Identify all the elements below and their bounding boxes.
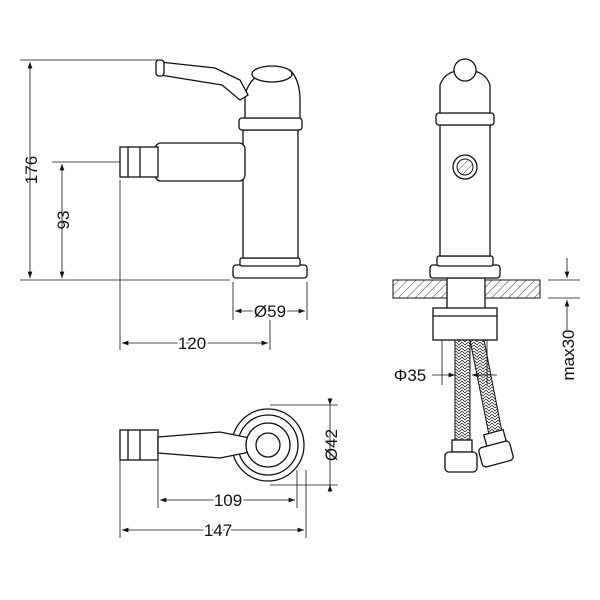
dim-spout-reach: 120 [178,334,206,353]
dim-lever-length: 109 [214,491,242,510]
dimension-lines-side [20,59,308,350]
dim-top-diameter: Ø42 [322,429,341,461]
dim-base-diameter: Ø59 [254,302,286,321]
dim-total-length: 147 [204,521,232,540]
top-view [119,408,305,482]
dim-spout-height: 93 [54,211,73,230]
dim-hole-diameter: Φ35 [394,366,426,385]
side-view [119,59,308,279]
dim-counter-thickness: max30 [559,329,578,380]
dimension-lines-front [432,258,580,385]
dim-height-total: 176 [22,156,41,184]
dimension-lines-top [119,398,338,538]
front-view [392,58,541,473]
